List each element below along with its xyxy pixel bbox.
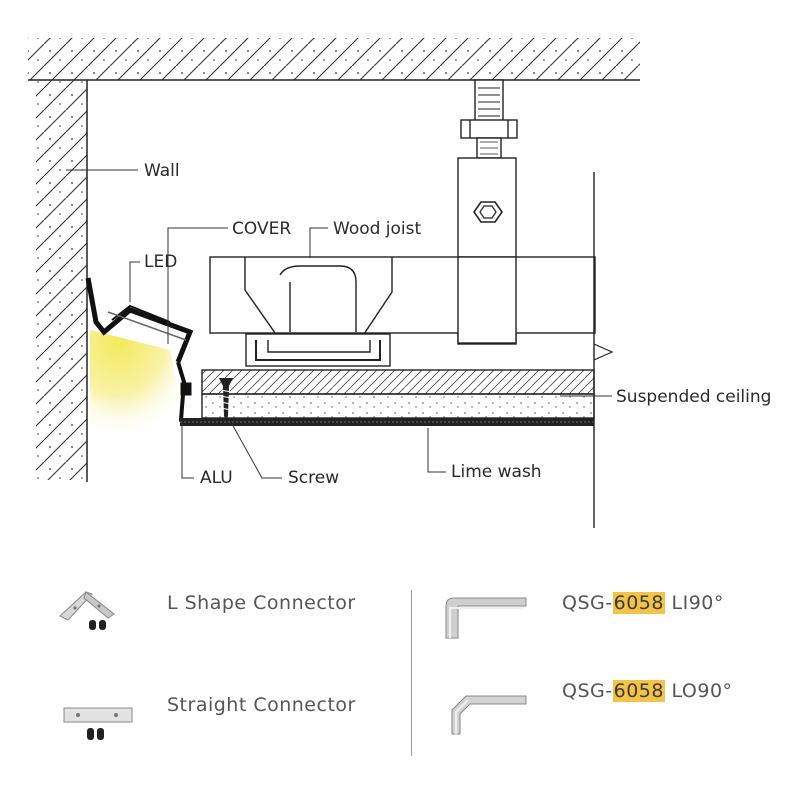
label-cover: COVER bbox=[232, 219, 291, 239]
suspended-ceiling-board bbox=[180, 369, 595, 426]
label-wall: Wall bbox=[144, 161, 180, 181]
li90-prefix: QSG- bbox=[562, 592, 613, 614]
label-wood-joist: Wood joist bbox=[333, 219, 422, 239]
product-l-shape-connector: L Shape Connector bbox=[167, 592, 356, 614]
wall bbox=[36, 80, 88, 482]
product-li90: QSG-6058 LI90° bbox=[562, 592, 724, 614]
product-lo90: QSG-6058 LO90° bbox=[562, 680, 733, 702]
wood-joist bbox=[209, 256, 596, 344]
led-light-glow bbox=[90, 330, 185, 440]
lo90-prefix: QSG- bbox=[562, 680, 613, 702]
product-straight-connector: Straight Connector bbox=[167, 694, 356, 716]
label-led: LED bbox=[144, 252, 177, 272]
li90-suffix: LI90° bbox=[664, 592, 724, 614]
l-connector-icon bbox=[59, 591, 115, 630]
lo90-suffix: LO90° bbox=[664, 680, 733, 702]
ceiling-slab bbox=[28, 38, 640, 81]
label-screw: Screw bbox=[288, 468, 339, 488]
label-lime-wash: Lime wash bbox=[451, 462, 542, 482]
label-suspended-ceiling: Suspended ceiling bbox=[616, 387, 771, 407]
clip-channel bbox=[245, 333, 391, 367]
label-alu: ALU bbox=[200, 468, 233, 488]
li90-code: 6058 bbox=[612, 592, 665, 614]
straight-connector-icon bbox=[63, 707, 133, 740]
corner-lo90-icon bbox=[451, 695, 527, 735]
corner-li90-icon bbox=[445, 597, 527, 639]
lo90-code: 6058 bbox=[612, 680, 665, 702]
screw-icon bbox=[219, 378, 233, 420]
hex-nut-icon bbox=[473, 201, 503, 223]
legend-divider bbox=[411, 590, 412, 756]
